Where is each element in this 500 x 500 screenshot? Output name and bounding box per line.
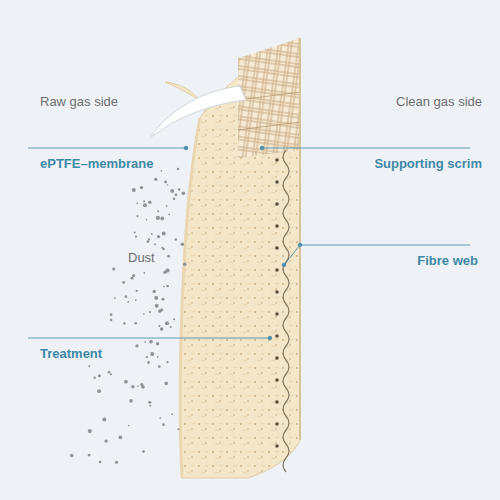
fibre-web-dots [275, 158, 279, 448]
dust-particles [70, 168, 187, 464]
clean-edge [299, 38, 301, 440]
part-label: Fibre web [417, 253, 478, 269]
supporting-scrim [238, 38, 300, 158]
part-label: Supporting scrim [374, 156, 482, 172]
dust-label: Dust [128, 250, 155, 266]
side-label: Raw gas side [40, 94, 118, 110]
leader-lines [28, 146, 470, 340]
treatment-layer [180, 118, 200, 478]
side-label: Clean gas side [396, 94, 482, 110]
part-label: Treatment [40, 346, 102, 362]
fibre-web-layer [283, 150, 289, 472]
part-label: ePTFE–membrane [40, 156, 153, 172]
